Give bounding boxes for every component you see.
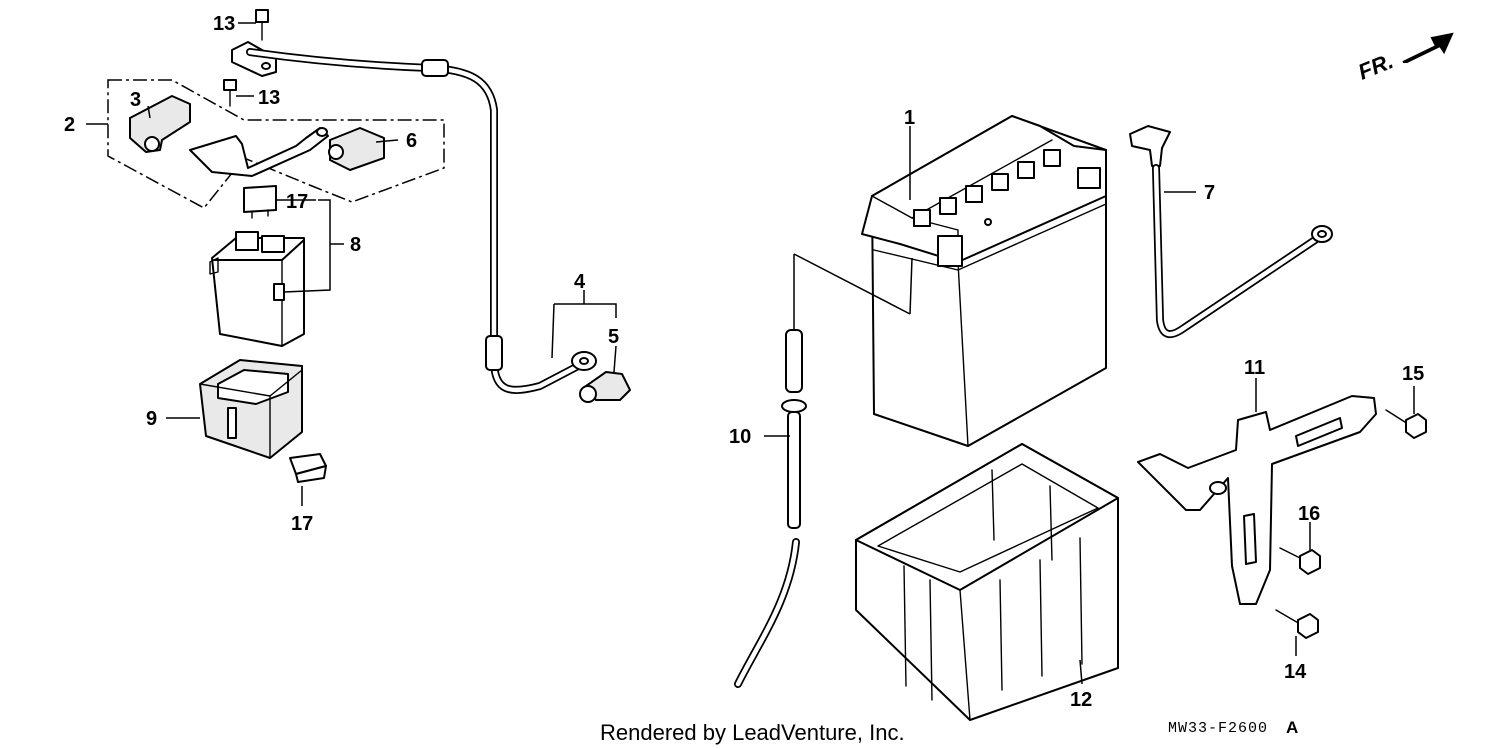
callout-17-lower: 17 [291, 513, 313, 535]
cable-assembly-6 [189, 127, 385, 177]
battery-1 [861, 115, 1107, 447]
callout-17-upper: 17 [286, 191, 308, 213]
callout-9: 9 [146, 408, 157, 430]
callout-11: 11 [1244, 357, 1265, 379]
fr-label: FR. [1355, 48, 1397, 84]
front-direction-indicator: FR. [1355, 32, 1454, 85]
bolt-13-upper [238, 9, 269, 41]
battery-cell-caps [913, 149, 1061, 227]
assembly-2-group [107, 79, 445, 209]
front-arrow-icon [1402, 32, 1454, 63]
fuse-17-lower [289, 453, 327, 483]
callout-16: 16 [1298, 503, 1320, 525]
callout-1: 1 [904, 107, 915, 129]
terminal-cover-3 [129, 95, 191, 153]
battery-cable-4 [246, 48, 597, 394]
callout-2: 2 [64, 114, 75, 136]
callout-labels: 13 13 2 3 6 17 8 9 17 4 5 1 7 10 11 15 1… [64, 13, 1424, 711]
callout-15: 15 [1402, 363, 1424, 385]
callout-13-lower: 13 [258, 87, 280, 109]
fuse-17-upper [243, 185, 277, 219]
battery-box-12 [855, 443, 1119, 721]
bolt-14 [1275, 609, 1319, 639]
footer-credit: Rendered by LeadVenture, Inc. [600, 720, 905, 745]
callout-8: 8 [350, 234, 361, 256]
breather-tube-10 [734, 253, 913, 688]
starter-relay-8 [209, 231, 305, 347]
bolt-16 [1279, 547, 1321, 575]
battery-bracket-11 [1137, 395, 1377, 605]
leader-lines [86, 105, 1415, 685]
callout-14: 14 [1284, 661, 1307, 683]
drawing-code: MW33-F2600 [1168, 720, 1268, 737]
callout-4: 4 [574, 271, 586, 293]
callout-12: 12 [1070, 689, 1092, 711]
bolt-15 [1385, 409, 1427, 439]
relay-cover-9 [199, 359, 303, 459]
negative-cable-7 [1129, 125, 1333, 339]
drawing-revision: A [1286, 718, 1298, 737]
callout-6: 6 [406, 130, 417, 152]
bolt-13-lower [223, 79, 254, 107]
callout-5: 5 [608, 326, 619, 348]
cable-clamp [231, 41, 277, 77]
terminal-cover-5 [579, 371, 631, 403]
callout-13-upper: 13 [213, 13, 235, 35]
callout-7: 7 [1204, 182, 1215, 204]
callout-10: 10 [729, 426, 751, 448]
callout-3: 3 [130, 89, 141, 111]
